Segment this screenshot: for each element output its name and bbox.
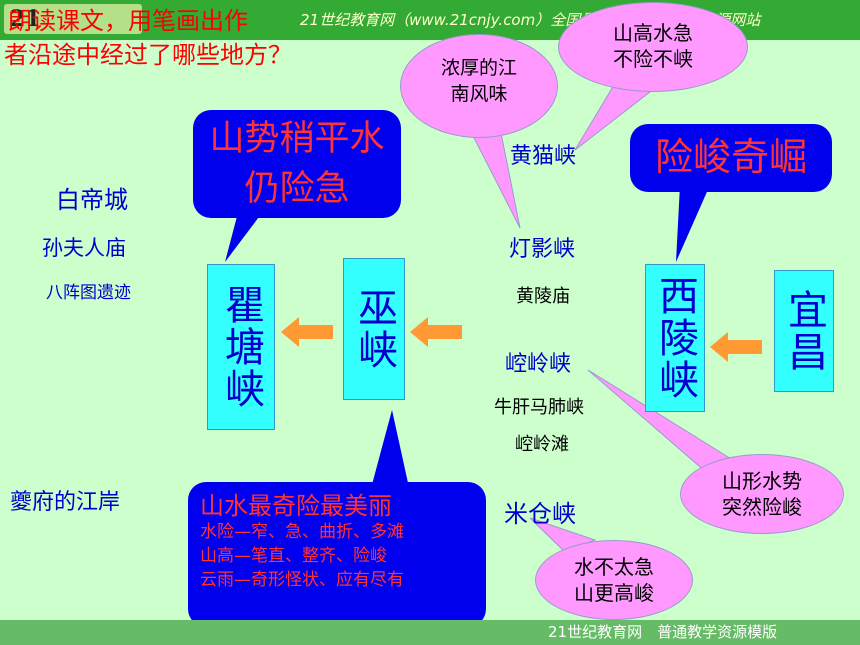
place-baidicheng: 白帝城 bbox=[56, 186, 128, 214]
callout-wuxia: 山水最奇险最美丽 水险—窄、急、曲折、多滩 山高—笔直、整齐、险峻 云雨—奇形怪… bbox=[188, 482, 486, 627]
xianjun-tail bbox=[676, 185, 710, 262]
callout-shangao: 山高水急不险不峡 bbox=[558, 2, 748, 92]
place-sunfuren: 孙夫人庙 bbox=[42, 236, 126, 260]
place-micang: 米仓峡 bbox=[504, 500, 576, 528]
footer-bar bbox=[0, 620, 860, 645]
place-dengying: 灯影峡 bbox=[509, 237, 576, 262]
instruction-line-1: 朗读课文，用笔画出作 bbox=[8, 7, 248, 35]
callout-shuibutai: 水不太急山更高峻 bbox=[535, 540, 693, 620]
callout-nonghou: 浓厚的江南风味 bbox=[400, 34, 558, 138]
wuxia-line: 水险—窄、急、曲折、多滩 bbox=[200, 522, 404, 542]
box-qutang: 瞿塘峡 bbox=[207, 264, 275, 430]
place-kongling: 崆岭峡 bbox=[505, 352, 572, 377]
wuxia-heading: 山水最奇险最美丽 bbox=[200, 492, 392, 520]
box-yichang: 宜昌 bbox=[774, 270, 834, 392]
footer-text: 21世纪教育网 普通教学资源模版 bbox=[548, 623, 778, 641]
wuxia-line: 云雨—奇形怪状、应有尽有 bbox=[200, 570, 404, 590]
place-konglingtan: 崆岭滩 bbox=[515, 434, 569, 455]
left-arrow-icon bbox=[281, 317, 333, 347]
place-bazhentu: 八阵图遗迹 bbox=[46, 283, 131, 303]
callout-shanshi: 山势稍平水仍险急 bbox=[193, 110, 401, 218]
logo-mark: 21 bbox=[10, 6, 41, 32]
instruction-line-2: 者沿途中经过了哪些地方？ bbox=[4, 41, 292, 69]
place-niugan: 牛肝马肺峡 bbox=[494, 397, 584, 418]
left-arrow-icon bbox=[710, 332, 762, 362]
site-logo: 21 bbox=[4, 4, 142, 34]
place-kuifu: 夔府的江岸 bbox=[10, 490, 121, 515]
callout-xianjun: 险峻奇崛 bbox=[630, 124, 832, 192]
box-xiling: 西陵峡 bbox=[645, 264, 705, 412]
callout-shanxing: 山形水势突然险峻 bbox=[680, 454, 844, 534]
shanshi-tail bbox=[225, 205, 268, 262]
wuxia-tail bbox=[370, 410, 410, 492]
left-arrow-icon bbox=[410, 317, 462, 347]
box-wuxia: 巫峡 bbox=[343, 258, 405, 400]
place-huangmao: 黄猫峡 bbox=[510, 144, 577, 169]
wuxia-line: 山高—笔直、整齐、险峻 bbox=[200, 546, 387, 566]
place-huangling: 黄陵庙 bbox=[516, 286, 570, 307]
